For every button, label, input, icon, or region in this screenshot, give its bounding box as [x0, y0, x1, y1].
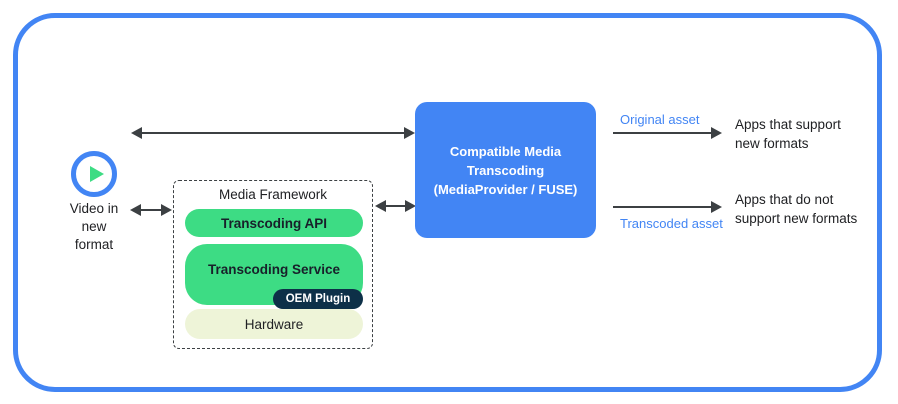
- video-source-label: Video in new format: [46, 200, 142, 254]
- arrow-video-to-framework-line: [141, 209, 163, 211]
- media-framework-container: Media Framework Transcoding API Transcod…: [173, 180, 373, 349]
- cmt-line3: (MediaProvider / FUSE): [433, 181, 578, 197]
- apps-no-support-new-formats-label: Apps that do not support new formats: [735, 190, 857, 228]
- cmt-line1: Compatible Media: [449, 143, 562, 159]
- compatible-media-transcoding-box[interactable]: Compatible Media Transcoding (MediaProvi…: [415, 102, 596, 238]
- media-framework-title: Media Framework: [218, 187, 328, 202]
- arrow-framework-to-cmt-head-left: [375, 200, 386, 212]
- arrow-framework-to-cmt-line: [386, 205, 407, 207]
- video-source-label-line1: Video in: [69, 201, 119, 216]
- arrow-original-asset-head: [711, 127, 722, 139]
- transcoding-api-label: Transcoding API: [220, 215, 328, 231]
- video-source-label-line2: new: [81, 219, 107, 234]
- arrow-video-to-framework-head-left: [130, 204, 141, 216]
- apps-no-support-line1: Apps that do not: [735, 192, 834, 207]
- cmt-line2: Transcoding: [466, 162, 545, 178]
- transcoding-service-label: Transcoding Service: [207, 262, 341, 277]
- apps-no-support-line2: support new formats: [735, 211, 858, 226]
- transcoded-asset-label: Transcoded asset: [620, 216, 723, 231]
- original-asset-label: Original asset: [620, 112, 700, 127]
- arrow-transcoded-asset-head: [711, 201, 722, 213]
- arrow-video-to-framework-head-right: [161, 204, 172, 216]
- play-triangle-icon: [90, 166, 104, 182]
- arrow-video-to-cmt-head-left: [131, 127, 142, 139]
- arrow-framework-to-cmt-head-right: [405, 200, 416, 212]
- play-circle-icon: [71, 151, 117, 197]
- hardware-bar[interactable]: Hardware: [185, 309, 363, 339]
- arrow-original-asset-line: [613, 132, 713, 134]
- arrow-transcoded-asset-line: [613, 206, 713, 208]
- arrow-video-to-cmt-line: [142, 132, 407, 134]
- oem-plugin-badge[interactable]: OEM Plugin: [273, 289, 363, 309]
- video-source-label-line3: format: [74, 237, 114, 252]
- apps-support-line1: Apps that support: [735, 117, 841, 132]
- transcoding-api-bar[interactable]: Transcoding API: [185, 209, 363, 237]
- oem-plugin-label: OEM Plugin: [285, 293, 351, 305]
- apps-support-new-formats-label: Apps that support new formats: [735, 115, 841, 153]
- apps-support-line2: new formats: [735, 136, 809, 151]
- arrow-video-to-cmt-head-right: [404, 127, 415, 139]
- hardware-label: Hardware: [244, 316, 304, 332]
